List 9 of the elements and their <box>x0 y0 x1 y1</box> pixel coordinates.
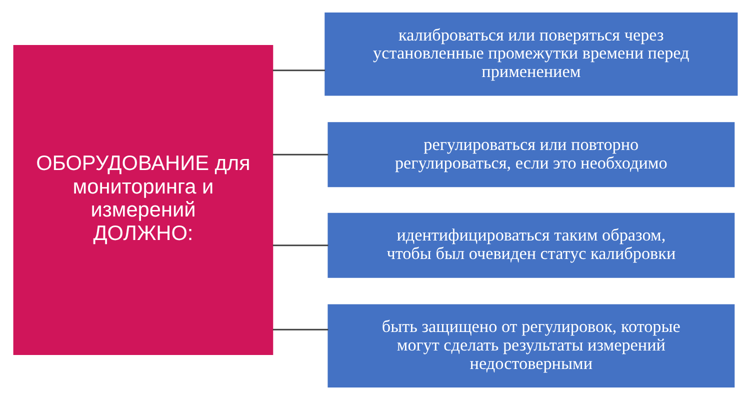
connector <box>272 70 326 72</box>
node-box: регулироваться или повторно регулироваться, если это необходимо <box>328 122 735 188</box>
connector <box>272 244 328 246</box>
node-box: быть защищено от регулировок, которые могут сделать результаты измерений недостоверными <box>328 304 735 388</box>
node-box: калиброваться или поверяться через установленные промежутки времени перед применением <box>324 12 738 96</box>
connector <box>272 154 328 156</box>
connector <box>272 328 328 330</box>
node-box: идентифицироваться таким образом, чтобы был очевиден статус калибровки <box>328 212 735 278</box>
node-box: ОБОРУДОВАНИЕ для мониторинга и измерений ДОЛЖНО: <box>13 44 274 356</box>
